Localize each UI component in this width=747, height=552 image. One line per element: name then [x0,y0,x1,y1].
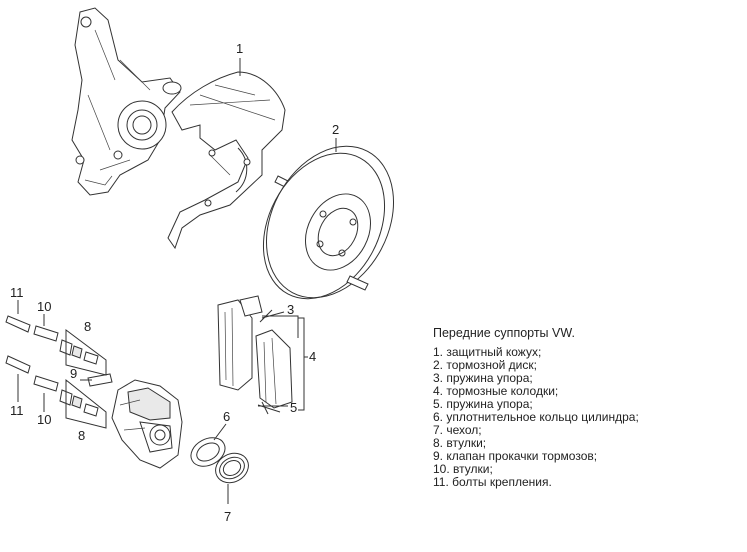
bolt-sleeve-assembly [5,315,113,429]
legend-item-8: 8. втулки; [433,436,487,450]
callout-1: 1 [236,41,243,56]
callout-2: 2 [332,122,339,137]
callout-8-bottom: 8 [78,428,85,443]
legend-item-11: 11. болты крепления. [433,475,552,489]
callout-10-top: 10 [37,299,51,314]
steering-knuckle [71,7,182,196]
caliper-body [111,379,183,469]
legend-item-9: 9. клапан прокачки тормозов; [433,449,598,463]
legend-item-7: 7. чехол; [433,423,482,437]
callout-11-bottom: 11 [10,403,24,418]
legend-title: Передние суппорты VW. [433,326,575,340]
legend-item-2: 2. тормозной диск; [433,358,537,372]
callout-9: 9 [70,366,77,381]
legend: Передние суппорты VW. 1. защитный кожух;… [433,327,733,489]
brake-pads [217,295,293,415]
callout-numbers: 1 2 3 4 5 6 7 8 8 9 10 10 11 11 [10,41,339,524]
callout-4: 4 [309,349,316,364]
seal-ring-and-boot [190,437,249,484]
callout-7: 7 [224,509,231,524]
leader-lines [17,58,337,504]
brake-disc [262,145,395,300]
callout-10-bottom: 10 [37,412,51,427]
callout-5: 5 [290,400,297,415]
legend-item-3: 3. пружина упора; [433,371,533,385]
legend-item-6: 6. уплотнительное кольцо цилиндра; [433,410,639,424]
legend-item-10: 10. втулки; [433,462,493,476]
legend-item-5: 5. пружина упора; [433,397,533,411]
callout-3: 3 [287,302,294,317]
callout-11-top: 11 [10,285,24,300]
callout-8-top: 8 [84,319,91,334]
legend-item-1: 1. защитный кожух; [433,345,542,359]
legend-item-4: 4. тормозные колодки; [433,384,559,398]
callout-6: 6 [223,409,230,424]
